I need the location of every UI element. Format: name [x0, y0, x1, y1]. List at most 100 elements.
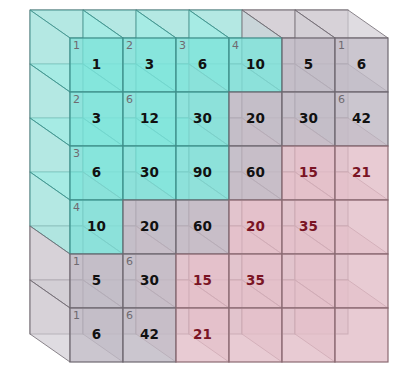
cube-front-face — [335, 254, 388, 308]
cube-front-face — [335, 308, 388, 362]
cube: 16 — [335, 38, 388, 92]
cube: 35 — [282, 200, 335, 254]
cube-front-face — [176, 308, 229, 362]
cube: 36 — [70, 146, 123, 200]
cube-front-face — [70, 146, 123, 200]
cube-front-face — [282, 254, 335, 308]
cube-front-face — [176, 92, 229, 146]
cube-value: 12 — [123, 112, 176, 126]
cube-front-face — [70, 92, 123, 146]
cube-front-face — [70, 308, 123, 362]
cube: 60 — [229, 146, 282, 200]
cube: 6 42 — [335, 92, 388, 146]
cube-front-face — [70, 200, 123, 254]
cube: 6 12 — [123, 92, 176, 146]
cube: 5 — [282, 38, 335, 92]
index-number: 6 — [126, 310, 133, 321]
index-number: 3 — [179, 40, 186, 51]
cube-value: 6 — [335, 58, 388, 72]
cube: 21 — [335, 146, 388, 200]
cube-front-face — [176, 200, 229, 254]
cube-front-face — [123, 146, 176, 200]
index-number: 1 — [338, 40, 345, 51]
cube-value: 6 — [70, 166, 123, 180]
index-number: 2 — [73, 94, 80, 105]
cube: 21 — [176, 308, 229, 362]
cube: 410 — [229, 38, 282, 92]
cube-front-face — [123, 92, 176, 146]
side-faces — [30, 10, 388, 362]
front-faces — [70, 38, 388, 362]
cube-value: 1 — [70, 58, 123, 72]
cube-front-face — [176, 38, 229, 92]
cube: 30 — [176, 92, 229, 146]
cube: 90 — [176, 146, 229, 200]
cube-front-face — [229, 254, 282, 308]
cube: 23 — [123, 38, 176, 92]
cube-value: 20 — [123, 220, 176, 234]
cube: 6 42 — [123, 308, 176, 362]
index-number: 6 — [126, 94, 133, 105]
cube-value: 3 — [123, 58, 176, 72]
cube-value: 60 — [176, 220, 229, 234]
cube-front-face — [176, 254, 229, 308]
cube: 35 — [229, 254, 282, 308]
cube: 16 — [70, 308, 123, 362]
cube-front-face — [229, 308, 282, 362]
cube: 36 — [176, 38, 229, 92]
cube-value: 10 — [70, 220, 123, 234]
index-number: 1 — [73, 256, 80, 267]
cube: 20 — [123, 200, 176, 254]
cube-value: 30 — [176, 112, 229, 126]
cube-value: 5 — [70, 274, 123, 288]
cube-front-face — [229, 146, 282, 200]
cube-front-face — [282, 92, 335, 146]
cube-value: 42 — [123, 328, 176, 342]
cube-value: 90 — [176, 166, 229, 180]
cube-value: 3 — [70, 112, 123, 126]
cube: 6 30 — [123, 254, 176, 308]
cube-front-face — [282, 200, 335, 254]
cube: 60 — [176, 200, 229, 254]
cube-front-face — [282, 38, 335, 92]
back-faces — [30, 10, 348, 334]
index-number: 3 — [73, 148, 80, 159]
cube-value: 42 — [335, 112, 388, 126]
cube-value: 30 — [123, 274, 176, 288]
cube: 15 — [282, 146, 335, 200]
cube-front-face — [123, 38, 176, 92]
index-number: 1 — [73, 310, 80, 321]
cube-value: 21 — [176, 328, 229, 342]
index-number: 6 — [126, 256, 133, 267]
cube-front-face — [335, 200, 388, 254]
cube-front-face — [229, 38, 282, 92]
cube-front-face — [229, 200, 282, 254]
cube-value: 15 — [282, 166, 335, 180]
cube-value: 15 — [176, 274, 229, 288]
index-number: 4 — [73, 202, 80, 213]
index-number: 6 — [338, 94, 345, 105]
cube-value: 6 — [176, 58, 229, 72]
cube-front-face — [229, 92, 282, 146]
cube: 11 — [70, 38, 123, 92]
cube: 15 — [176, 254, 229, 308]
cube-front-face — [335, 92, 388, 146]
cube-front-face — [282, 146, 335, 200]
cube-value: 10 — [229, 58, 282, 72]
cube-front-face — [335, 38, 388, 92]
cube-front-face — [70, 254, 123, 308]
cube-left-face — [30, 280, 70, 362]
cube: 20 — [229, 92, 282, 146]
cube: 30 — [123, 146, 176, 200]
cube-value: 21 — [335, 166, 388, 180]
cube-value: 20 — [229, 112, 282, 126]
index-number: 2 — [126, 40, 133, 51]
cube: 20 — [229, 200, 282, 254]
cube: 15 — [70, 254, 123, 308]
cube-front-face — [123, 254, 176, 308]
cube-value: 20 — [229, 220, 282, 234]
cube-front-face — [335, 146, 388, 200]
cube-value: 6 — [70, 328, 123, 342]
